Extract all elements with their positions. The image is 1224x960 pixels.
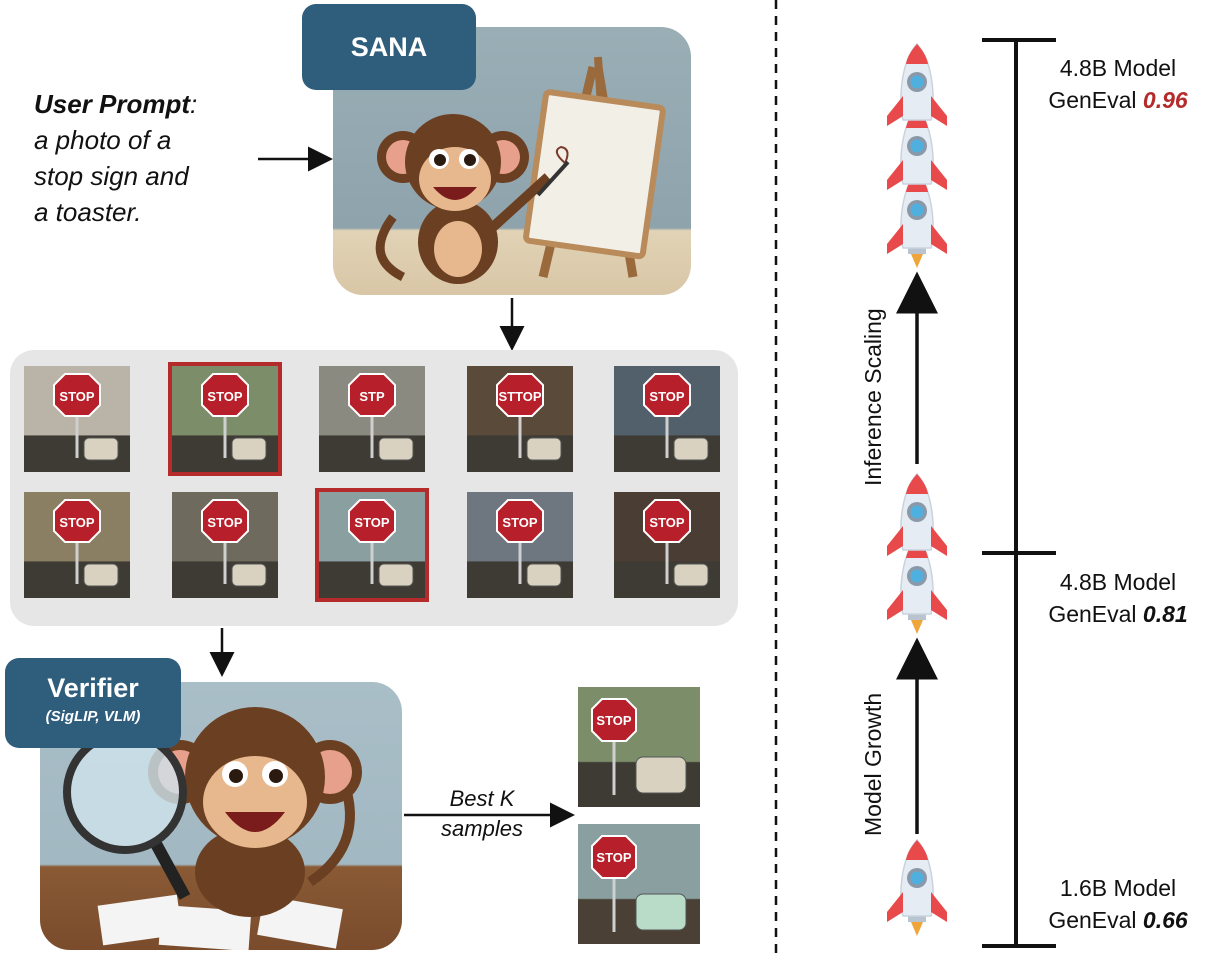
sana-label: SANA [302, 4, 476, 90]
bottom-model-size: 1.6B Model [1059, 875, 1177, 901]
rocket-icon-mid-2 [886, 537, 948, 634]
best-sample-thumbnail: STOP [578, 687, 700, 807]
stop-sign-text: STTOP [498, 389, 541, 404]
prompt-colon: : [190, 89, 198, 119]
mid-geneval-label: GenEval [1048, 601, 1137, 627]
best-sample-thumbnail: STOP [578, 824, 700, 944]
stop-sign-text: STOP [502, 515, 537, 530]
rocket-icon-top-3 [886, 171, 948, 268]
top-model-size: 4.8B Model [1059, 55, 1177, 81]
dashed-divider [774, 0, 778, 960]
rocket-icon-mid-1 [886, 473, 948, 557]
sample-thumbnail: STOP [172, 366, 278, 472]
best-k-line-1: Best K [449, 786, 515, 811]
inference-scaling-label: Inference Scaling [860, 308, 886, 486]
mid-model-label: 4.8B Model GenEval 0.81 [1020, 566, 1216, 630]
model-growth-label: Model Growth [860, 692, 886, 836]
stop-sign-text: STOP [207, 389, 242, 404]
prompt-heading: User Prompt [34, 89, 191, 119]
sample-thumbnail: STOP [24, 366, 130, 472]
verifier-label: Verifier (SigLIP, VLM) [5, 658, 181, 748]
monkey-icon [375, 114, 570, 284]
left-arrows [209, 146, 575, 828]
sample-thumbnail: STOP [24, 492, 130, 598]
stop-sign-text: STOP [596, 850, 631, 865]
rocket-icon-top-1 [886, 43, 948, 127]
sample-thumbnail: STOP [614, 366, 720, 472]
rocket-icon-bottom [886, 839, 948, 936]
mid-model-size: 4.8B Model [1059, 569, 1177, 595]
sample-thumbnail: STOP [614, 492, 720, 598]
user-prompt: User Prompt: a photo of a stop sign and … [34, 86, 197, 230]
stop-sign-text: STOP [59, 389, 94, 404]
stop-sign-text: STOP [59, 515, 94, 530]
verifier-subtitle: (SigLIP, VLM) [45, 708, 141, 725]
stop-sign-text: STOP [649, 389, 684, 404]
scaling-diagram [886, 38, 1056, 948]
sample-thumbnail: STOP [319, 492, 425, 598]
bottom-geneval-value: 0.66 [1142, 907, 1188, 933]
painting-monkey-illustration [375, 56, 666, 284]
stop-sign-text: STOP [207, 515, 242, 530]
stop-sign-text: STP [359, 389, 385, 404]
prompt-line-3: a toaster. [34, 197, 142, 227]
bottom-model-label: 1.6B Model GenEval 0.66 [1020, 872, 1216, 936]
best-k-caption: Best K samples [412, 784, 552, 844]
bottom-geneval-label: GenEval [1048, 907, 1137, 933]
stop-sign-text: STOP [354, 515, 389, 530]
top-model-label: 4.8B Model GenEval 0.96 [1020, 52, 1216, 116]
sample-thumbnail: STTOP [467, 366, 573, 472]
top-geneval-label: GenEval [1048, 87, 1137, 113]
mid-geneval-value: 0.81 [1142, 601, 1188, 627]
sample-thumbnail: STP [319, 366, 425, 472]
verifier-title: Verifier [47, 673, 139, 703]
prompt-line-2: stop sign and [34, 161, 189, 191]
stop-sign-text: STOP [596, 713, 631, 728]
samples-panel: STOP STOP STP STTOP STOP STOP STOP STOP STOP STOP [10, 350, 738, 626]
sample-thumbnail: STOP [172, 492, 278, 598]
magnifier-monkey-illustration [63, 707, 362, 950]
top-geneval-value: 0.96 [1142, 87, 1188, 113]
sample-thumbnail: STOP [467, 492, 573, 598]
best-k-line-2: samples [441, 816, 523, 841]
verifier-illustration [40, 682, 402, 950]
stop-sign-text: STOP [649, 515, 684, 530]
magnifier-icon [63, 730, 191, 900]
prompt-line-1: a photo of a [34, 125, 172, 155]
monkey-icon [148, 707, 362, 917]
easel-icon [523, 56, 666, 279]
